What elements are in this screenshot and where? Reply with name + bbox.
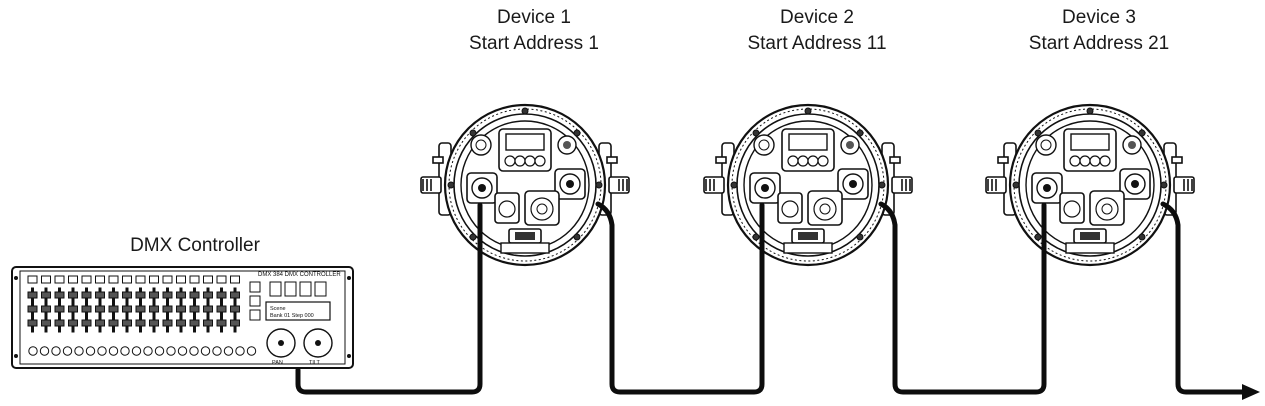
fader-channel bbox=[176, 275, 186, 333]
device-1-address: Start Address 1 bbox=[469, 33, 599, 54]
fader-channel bbox=[41, 275, 51, 333]
fader-channel bbox=[216, 275, 227, 333]
device-3-address: Start Address 21 bbox=[1028, 33, 1170, 54]
controller-button bbox=[154, 346, 165, 356]
fader-channel bbox=[203, 275, 213, 333]
controller-button bbox=[189, 346, 199, 356]
controller-button bbox=[223, 346, 234, 356]
controller-button bbox=[131, 346, 142, 356]
device-2-address: Start Address 11 bbox=[747, 33, 887, 54]
controller-button bbox=[200, 346, 211, 356]
device-1-name: Device 1 bbox=[497, 7, 571, 28]
fader-channel bbox=[27, 275, 38, 333]
fader-channel bbox=[162, 275, 173, 333]
controller-button bbox=[97, 346, 107, 356]
controller-button bbox=[108, 346, 119, 356]
device-1-label: Device 1 Start Address 1 bbox=[424, 5, 644, 57]
controller-button bbox=[166, 346, 176, 356]
fader-channel bbox=[135, 275, 146, 333]
controller-button bbox=[120, 346, 130, 356]
continuation-arrow-icon bbox=[1242, 384, 1260, 400]
controller-label: DMX Controller bbox=[130, 235, 260, 256]
controller-button bbox=[143, 346, 153, 356]
fader-channel bbox=[189, 275, 200, 333]
device-1-fixture bbox=[419, 103, 631, 267]
controller-button bbox=[212, 346, 222, 356]
fader-channel bbox=[54, 275, 65, 333]
fader-channel bbox=[122, 275, 132, 333]
controller-lcd-line1: Scene bbox=[270, 306, 286, 312]
controller-lcd-line2: Bank 01 Step 000 bbox=[270, 313, 314, 319]
cable-device-1-to-device-2 bbox=[595, 201, 765, 395]
fader-channel bbox=[81, 275, 92, 333]
fader-channel bbox=[95, 275, 105, 333]
controller-button bbox=[177, 346, 188, 356]
controller-button bbox=[85, 346, 96, 356]
controller-button bbox=[28, 346, 38, 356]
cable-device-3-out bbox=[1160, 201, 1245, 395]
dmx-controller: DMX 384 DMX CONTROLLER Scene Bank 01 Ste… bbox=[11, 266, 354, 369]
device-2-name: Device 2 bbox=[780, 7, 854, 28]
controller-button bbox=[51, 346, 61, 356]
controller-button bbox=[62, 346, 73, 356]
device-2-fixture bbox=[702, 103, 914, 267]
controller-brand: DMX 384 DMX CONTROLLER bbox=[258, 272, 341, 278]
cable-controller-to-device-1 bbox=[295, 202, 483, 395]
controller-button bbox=[74, 346, 84, 356]
controller-button bbox=[246, 346, 257, 356]
tilt-label: TILT bbox=[309, 360, 321, 366]
device-3-name: Device 3 bbox=[1062, 7, 1136, 28]
fader-channel bbox=[230, 275, 240, 333]
device-3-label: Device 3 Start Address 21 bbox=[989, 5, 1209, 57]
dmx-cables bbox=[295, 201, 1245, 395]
device-2-label: Device 2 Start Address 11 bbox=[707, 5, 927, 57]
fader-channel bbox=[108, 275, 119, 333]
controller-button bbox=[39, 346, 50, 356]
fader-channel bbox=[68, 275, 78, 333]
cable-device-2-to-device-3 bbox=[878, 201, 1047, 395]
pan-label: PAN bbox=[272, 360, 283, 366]
device-3-fixture bbox=[984, 103, 1196, 267]
fader-channel bbox=[149, 275, 159, 333]
controller-button bbox=[235, 346, 245, 356]
